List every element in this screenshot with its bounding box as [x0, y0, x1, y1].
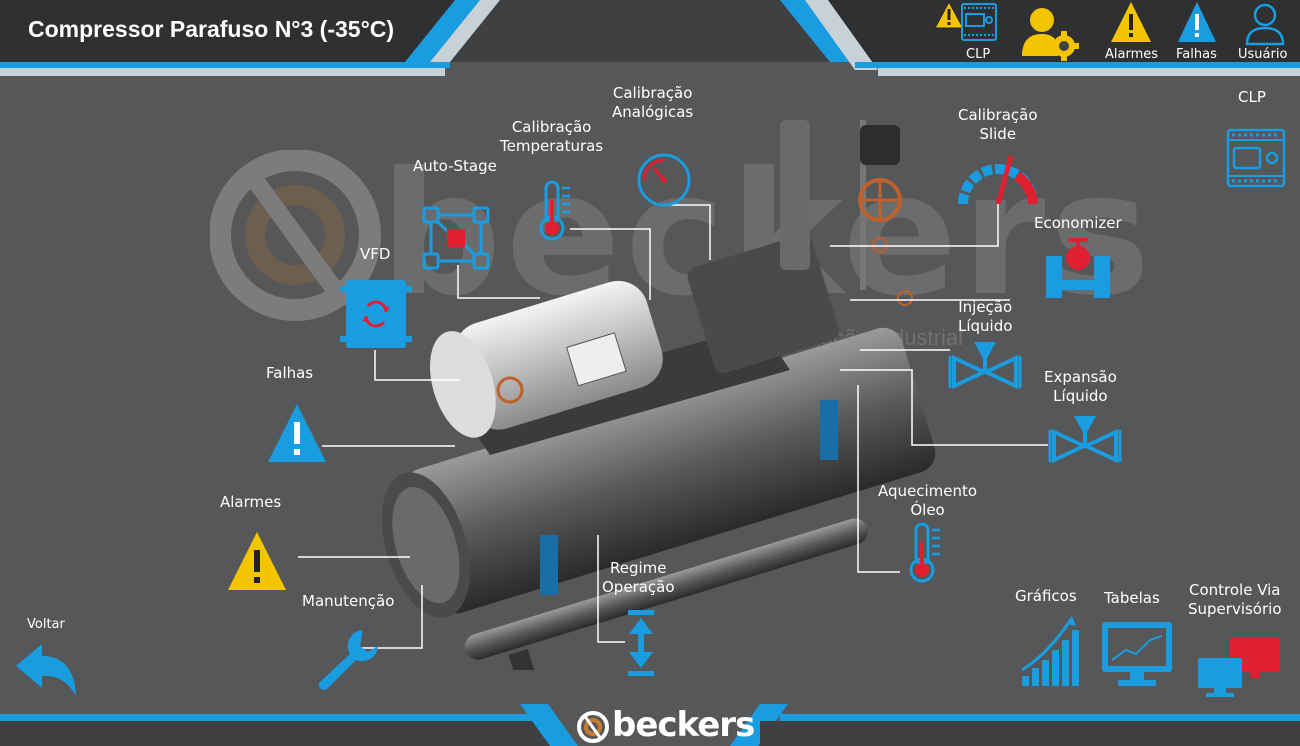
supervisorio-line2: Supervisório [1188, 600, 1282, 618]
falhas-button[interactable] [266, 402, 328, 464]
manutencao-button[interactable] [314, 628, 380, 692]
manutencao-label: Manutenção [302, 592, 395, 610]
user-header-button[interactable]: Usuário [1234, 0, 1296, 62]
solenoid-valve-icon [948, 342, 1022, 390]
side-clp-button[interactable] [1226, 128, 1286, 188]
vfd-label: VFD [360, 245, 391, 263]
expansao-line2: Líquido [1053, 387, 1108, 405]
calib-slide-label: Calibração Slide [958, 106, 1038, 144]
regime-label: Regime Operação [602, 559, 675, 597]
clp-header-button[interactable]: CLP [934, 0, 998, 62]
expansao-button[interactable] [1048, 414, 1122, 466]
calib-slide-line2: Slide [979, 125, 1017, 143]
aquecimento-button[interactable] [904, 520, 948, 584]
vfd-button[interactable] [340, 276, 412, 352]
gauge-icon [637, 153, 691, 207]
alarms-header-button[interactable]: Alarmes [1102, 0, 1160, 62]
beckers-logo-icon [577, 711, 609, 743]
thermometer-icon [539, 180, 570, 241]
user-header-label: Usuário [1238, 47, 1288, 62]
injecao-label: Injeção Líquido [958, 298, 1012, 336]
alarms-header-label: Alarmes [1105, 47, 1159, 62]
user-settings-button[interactable] [1020, 4, 1082, 62]
vfd-drive-icon [340, 280, 412, 348]
calib-temp-line2: Temperaturas [500, 137, 604, 155]
calib-slide-line1: Calibração [958, 106, 1038, 124]
alarmes-label: Alarmes [220, 493, 282, 511]
supervisorio-line1: Controle Via [1188, 581, 1281, 599]
expansao-label: Expansão Líquido [1044, 368, 1117, 406]
faults-header-label: Falhas [1176, 47, 1217, 62]
header-background [0, 0, 1300, 76]
footer-background [0, 704, 1300, 746]
expansion-valve-icon [1048, 416, 1122, 464]
supervisorio-label: Controle Via Supervisório [1188, 581, 1282, 619]
regime-line2: Operação [602, 578, 675, 596]
auto-stage-button[interactable] [422, 206, 492, 272]
plc-warning-icon [934, 0, 997, 41]
back-button[interactable] [14, 642, 80, 698]
remote-monitors-icon [1198, 638, 1280, 697]
user-gear-icon [1022, 8, 1079, 61]
supervisorio-button[interactable] [1196, 636, 1282, 698]
fault-icon [268, 404, 326, 462]
economizer-valve-icon [1046, 238, 1110, 298]
clp-header-label: CLP [966, 47, 991, 62]
calib-temp-line1: Calibração [511, 118, 592, 136]
alarm-icon [228, 532, 286, 590]
calib-analog-button[interactable] [636, 152, 692, 208]
aquecimento-line1: Aquecimento [878, 482, 978, 500]
calib-temp-button[interactable] [536, 178, 576, 242]
economizer-label: Economizer [1034, 214, 1122, 232]
fault-warning-icon [1178, 2, 1216, 42]
calib-analog-label: Calibração Analógicas [612, 84, 693, 122]
watermark-logo [210, 150, 381, 321]
tabelas-label: Tabelas [1104, 589, 1160, 607]
speed-gauge-icon [958, 155, 1038, 205]
network-nodes-icon [422, 206, 490, 270]
calib-temp-label: Calibração Temperaturas [500, 118, 603, 156]
alarmes-button[interactable] [226, 530, 288, 592]
injecao-button[interactable] [948, 340, 1022, 392]
aquecimento-label: Aquecimento Óleo [878, 482, 977, 520]
expansao-line1: Expansão [1044, 368, 1117, 386]
side-clp-label: CLP [1238, 88, 1266, 106]
calib-slide-button[interactable] [955, 150, 1041, 208]
bar-chart-icon [1021, 616, 1079, 686]
regime-button[interactable] [624, 608, 658, 678]
injecao-line1: Injeção [958, 298, 1013, 316]
tabelas-button[interactable] [1100, 620, 1174, 690]
economizer-button[interactable] [1040, 238, 1116, 302]
falhas-label: Falhas [266, 364, 314, 382]
back-arrow-icon [16, 644, 76, 696]
graficos-label: Gráficos [1015, 587, 1077, 605]
regime-line1: Regime [610, 559, 667, 577]
footer-logo: beckers [576, 706, 766, 746]
user-icon [1245, 3, 1285, 46]
page-title: Compressor Parafuso N°3 (-35°C) [28, 16, 395, 42]
calib-analog-line1: Calibração [612, 84, 693, 102]
footer-logo-text: beckers [612, 705, 755, 745]
calib-analog-line2: Analógicas [612, 103, 694, 121]
aquecimento-line2: Óleo [910, 501, 945, 519]
plc-icon [1226, 128, 1286, 188]
monitor-trend-icon [1102, 622, 1172, 686]
auto-stage-label: Auto-Stage [413, 157, 497, 175]
injecao-line2: Líquido [958, 317, 1013, 335]
faults-header-button[interactable]: Falhas [1170, 0, 1224, 62]
voltar-label: Voltar [27, 617, 65, 632]
alarm-warning-icon [1111, 2, 1151, 42]
vertical-range-arrow-icon [628, 610, 654, 676]
compressor-illustration [381, 120, 936, 670]
graficos-button[interactable] [1018, 614, 1080, 688]
wrench-icon [319, 630, 378, 690]
oil-heater-thermometer-icon [909, 522, 940, 583]
